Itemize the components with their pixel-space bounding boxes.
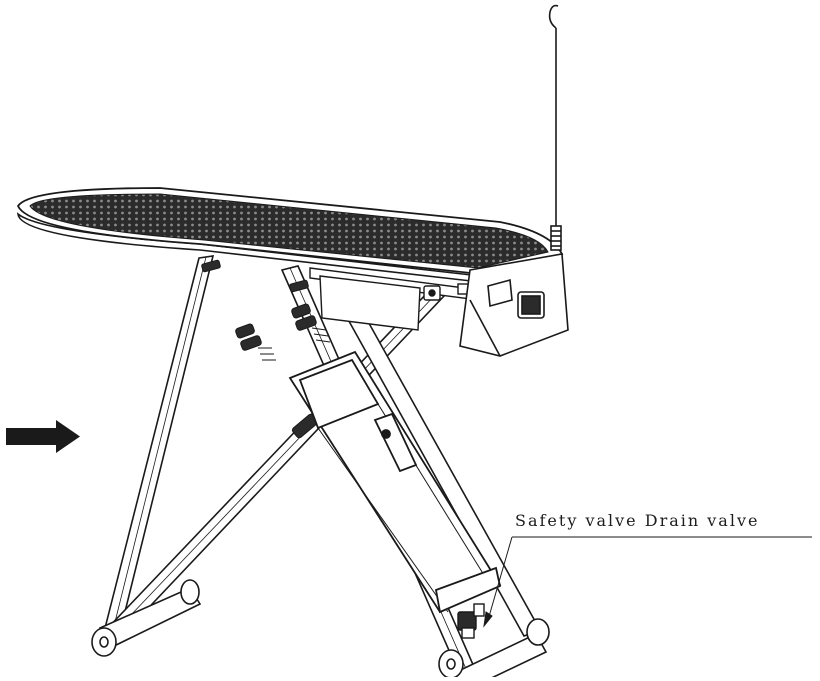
board-end-housing (459, 253, 569, 357)
foot-right (438, 618, 550, 681)
foot-left (91, 579, 202, 657)
board-rail (309, 267, 481, 331)
valve-callout-label: Safety valve Drain valve (515, 511, 760, 530)
drain-valve (457, 603, 485, 639)
callout-leader (483, 536, 812, 628)
leg-ribs (258, 327, 331, 361)
leg-joints (201, 259, 319, 439)
iron-rest-hanger (548, 4, 562, 251)
right-arrow-icon (6, 420, 80, 453)
steam-generator-tank (288, 350, 502, 614)
